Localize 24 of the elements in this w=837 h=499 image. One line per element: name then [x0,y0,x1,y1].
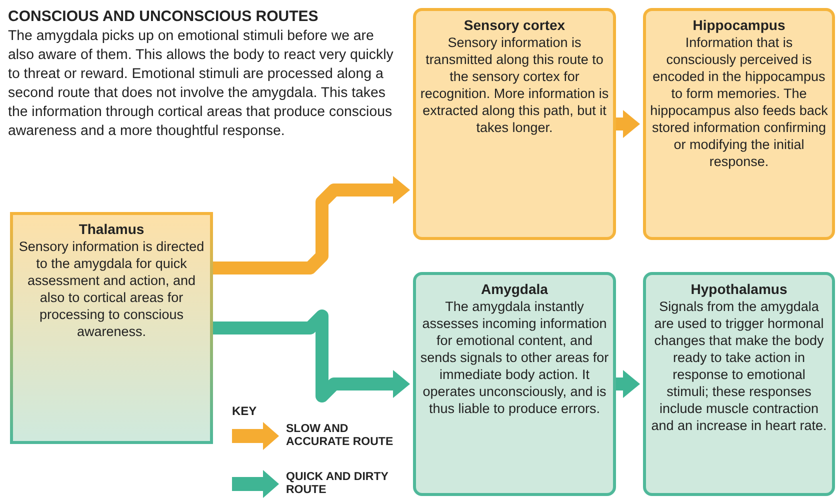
box-description: Signals from the amygdala are used to trigger hormonal changes that make the body ready to take action in response to emotional stimuli; these responses include muscle contraction and an increase in heart rate. [650,298,828,434]
intro-paragraph: The amygdala picks up on emotional stimuli before we are also aware of them. This allows the body to react very quickly to threat or reward. Emotional stimuli are processed along a second route that does not involve the amygdala. This takes the information through cortical areas that produce conscious awareness and a more thoughtful response. [8,27,394,141]
route-arrow [616,110,640,138]
box-description: Sensory information is directed to the amygdala for quick assessment and action, and also to cortical areas for processing to conscious awareness. [18,238,206,340]
box-description: Sensory information is transmitted along this route to the sensory cortex for recognition. More information is extracted along this path, but it takes longer. [420,34,609,136]
info-box [413,272,616,496]
box-description: The amygdala instantly assesses incoming information for emotional content, and sends signals to other areas for immediate body action. It operates unconsciously, and is thus liable to produce errors. [420,298,609,417]
legend-label: SLOW AND ACCURATE ROUTE [286,423,394,449]
key-heading: KEY [232,404,257,418]
route-arrow [213,310,410,402]
route-arrow [616,370,640,398]
box-title: Amygdala [481,281,548,298]
route-arrow [213,176,410,274]
info-box [413,8,616,240]
box-title: Hypothalamus [690,281,788,298]
heading: CONSCIOUS AND UNCONSCIOUS ROUTES [8,8,318,25]
box-description: Information that is consciously perceived is encoded in the hippocampus to form memories. The hippocampus also feeds back stored information confirming or modifying the initial response. [650,34,828,170]
info-box [643,8,835,240]
box-title: Sensory cortex [464,17,566,34]
box-title: Thalamus [78,221,144,238]
info-box [643,272,835,496]
info-box [10,212,213,444]
legend-label: QUICK AND DIRTY ROUTE [286,471,390,497]
box-title: Hippocampus [692,17,786,34]
